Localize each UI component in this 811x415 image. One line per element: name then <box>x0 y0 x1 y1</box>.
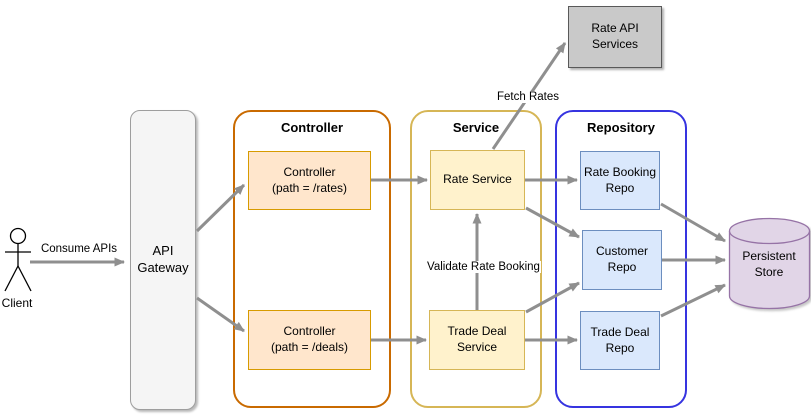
customer-repo-label-line1: Customer <box>595 244 648 259</box>
rate-booking-repo-label-line2: Repo <box>605 180 635 195</box>
controller-deals-node: Controller (path = /deals) <box>248 310 371 370</box>
trade-deal-service-label-line2: Service <box>456 340 497 354</box>
database-cylinder-icon <box>728 217 811 310</box>
customer-repo-node: Customer Repo <box>582 230 662 290</box>
rate-service-label: Rate Service <box>443 172 512 187</box>
persistent-store-node: Persistent Store <box>728 240 810 290</box>
controller-rates-label-line2: (path = /rates) <box>271 180 348 195</box>
validate-rate-booking-edge-label: Validate Rate Booking <box>426 261 541 273</box>
controller-rates-node: Controller (path = /rates) <box>248 151 371 210</box>
trade-deal-service-label-line1: Trade Deal <box>447 324 507 339</box>
controller-rates-label-line1: Controller <box>283 164 336 179</box>
service-section-title: Service <box>452 120 500 135</box>
repository-section-title: Repository <box>587 120 655 135</box>
persistent-store-label-line2: Store <box>754 265 784 279</box>
rate-api-services-label-line1: Rate API <box>591 21 639 36</box>
persistent-store-label-line1: Persistent <box>742 249 796 264</box>
rate-api-services-node: Rate API Services <box>568 6 662 68</box>
trade-deal-repo-node: Trade Deal Repo <box>580 311 660 370</box>
api-gateway-node: API Gateway <box>130 110 196 410</box>
customer-repo-label-line2: Repo <box>607 260 637 274</box>
controller-deals-label-line1: Controller <box>283 324 336 339</box>
trade-deal-repo-label-line2: Repo <box>605 340 635 355</box>
trade-deal-repo-label-line1: Trade Deal <box>590 324 650 339</box>
fetch-rates-edge-label: Fetch Rates <box>496 91 560 103</box>
trade-deal-service-node: Trade Deal Service <box>429 310 525 370</box>
client-actor-icon <box>4 227 32 292</box>
rate-api-services-label-line2: Services <box>591 37 638 51</box>
controller-section-title: Controller <box>280 120 344 135</box>
controller-deals-label-line2: (path = /deals) <box>270 340 349 354</box>
client-actor-label: Client <box>1 296 33 310</box>
api-gateway-label-line2: Gateway <box>137 260 189 275</box>
rate-service-node: Rate Service <box>430 150 525 210</box>
rate-booking-repo-node: Rate Booking Repo <box>580 151 660 210</box>
rate-booking-repo-label-line1: Rate Booking <box>583 164 657 179</box>
consume-apis-edge-label: Consume APIs <box>40 243 118 255</box>
api-gateway-label-line1: API <box>152 243 174 259</box>
